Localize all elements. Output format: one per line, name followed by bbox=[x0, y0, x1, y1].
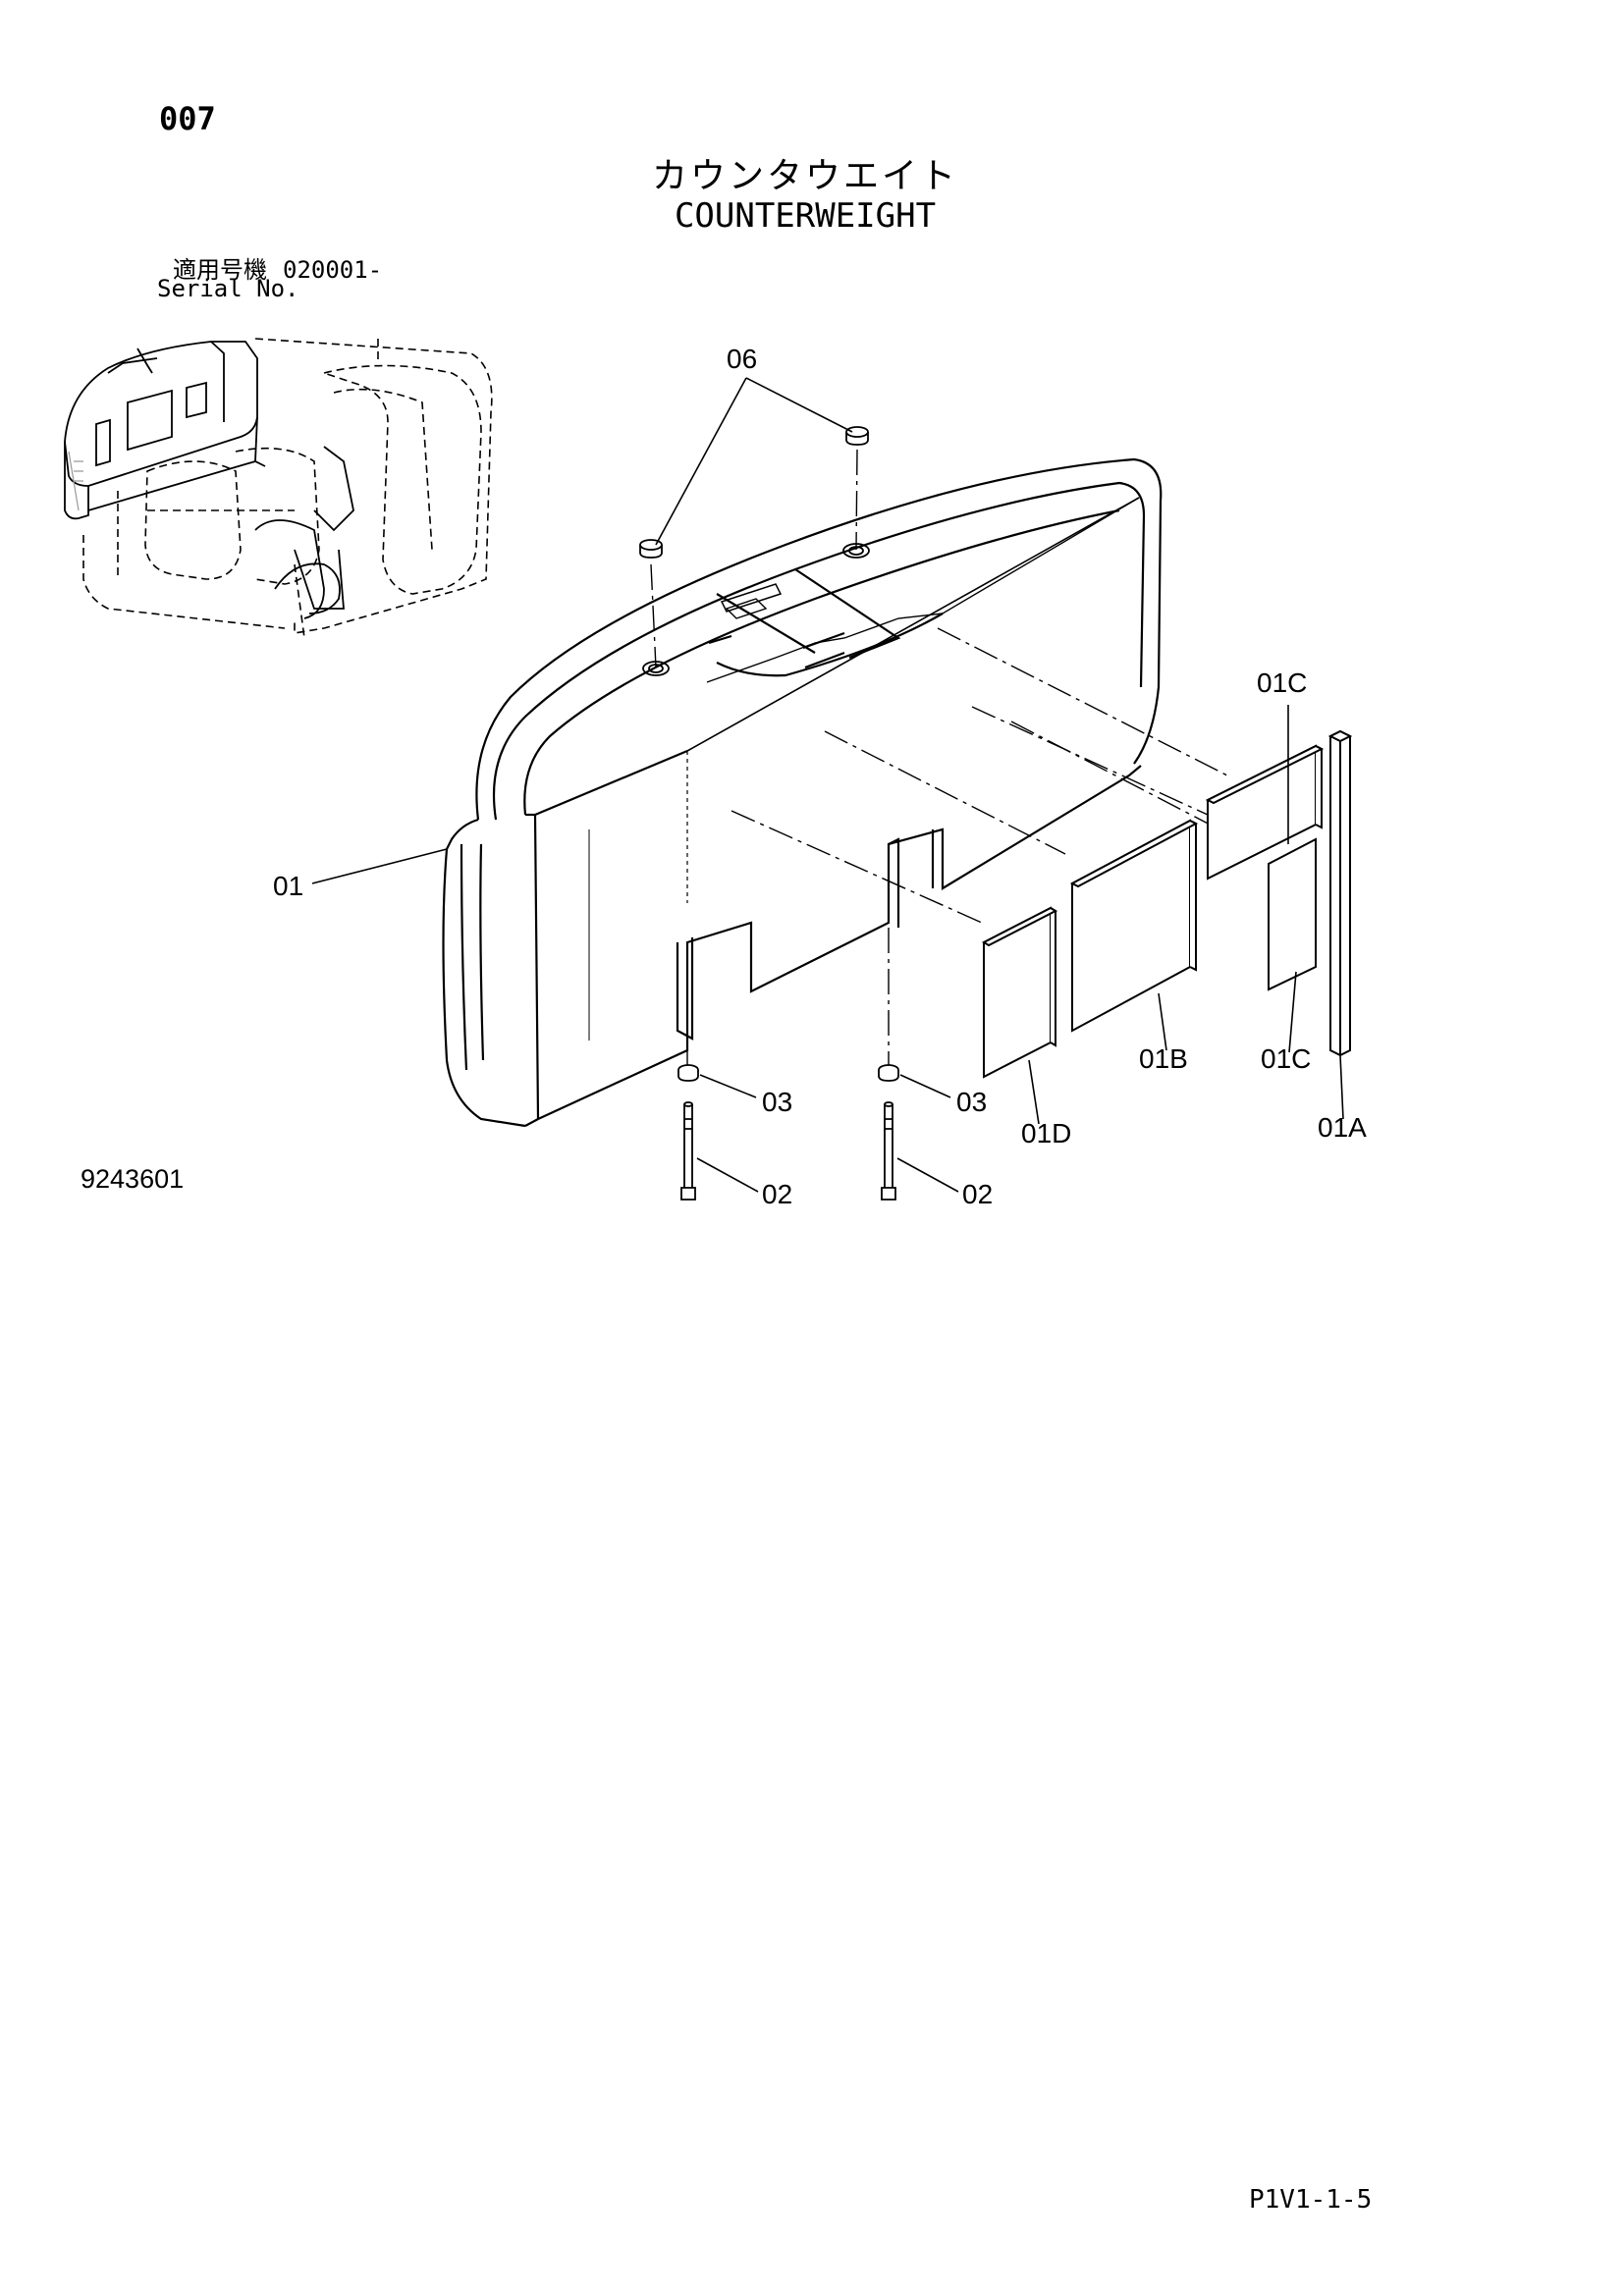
page-code: 007 bbox=[159, 100, 216, 137]
drawing-number: 9243601 bbox=[81, 1164, 185, 1194]
bolt-left bbox=[680, 1101, 696, 1201]
locator-machine-illustration bbox=[64, 338, 493, 639]
callout-06: 06 bbox=[727, 344, 757, 374]
callout-03-right: 03 bbox=[956, 1087, 987, 1117]
serial-label-english: Serial No. bbox=[157, 275, 299, 302]
callout-01c-bottom: 01C bbox=[1261, 1043, 1311, 1074]
callout-01b: 01B bbox=[1139, 1043, 1188, 1074]
page-reference: P1V1-1-5 bbox=[1249, 2185, 1373, 2215]
washer-right bbox=[878, 1064, 899, 1082]
callout-01d: 01D bbox=[1021, 1118, 1071, 1148]
washer-left bbox=[677, 1064, 699, 1082]
callout-01c-top: 01C bbox=[1257, 667, 1307, 698]
plate-01d bbox=[981, 906, 1058, 1079]
plug-caps bbox=[639, 426, 869, 559]
plate-01c-bottom bbox=[1268, 837, 1317, 991]
serial-label-japanese: 適用号機 bbox=[173, 256, 267, 284]
page-title-english: COUNTERWEIGHT bbox=[674, 196, 937, 236]
callout-02-left: 02 bbox=[762, 1179, 792, 1209]
callout-03-left: 03 bbox=[762, 1087, 792, 1117]
page-title-japanese: カウンタウエイト bbox=[651, 156, 958, 196]
leader-lines bbox=[311, 377, 1344, 1193]
callout-02-right: 02 bbox=[962, 1179, 993, 1209]
bolts-and-washers bbox=[677, 1064, 899, 1201]
bolt-right bbox=[881, 1101, 896, 1201]
exploded-center-lines bbox=[650, 449, 1268, 1070]
callout-labels: 06 01 03 03 02 02 01D 01B 01C 01C 01A bbox=[273, 344, 1367, 1209]
plate-01b bbox=[1069, 819, 1199, 1033]
weight-plates bbox=[981, 729, 1353, 1079]
callout-01: 01 bbox=[273, 871, 303, 901]
callout-01a: 01A bbox=[1318, 1112, 1367, 1143]
serial-applicability: 適用号機 020001- bbox=[173, 250, 382, 285]
counterweight-body bbox=[442, 457, 1163, 1128]
plate-01a bbox=[1327, 729, 1353, 1057]
serial-number: 020001- bbox=[283, 256, 383, 284]
